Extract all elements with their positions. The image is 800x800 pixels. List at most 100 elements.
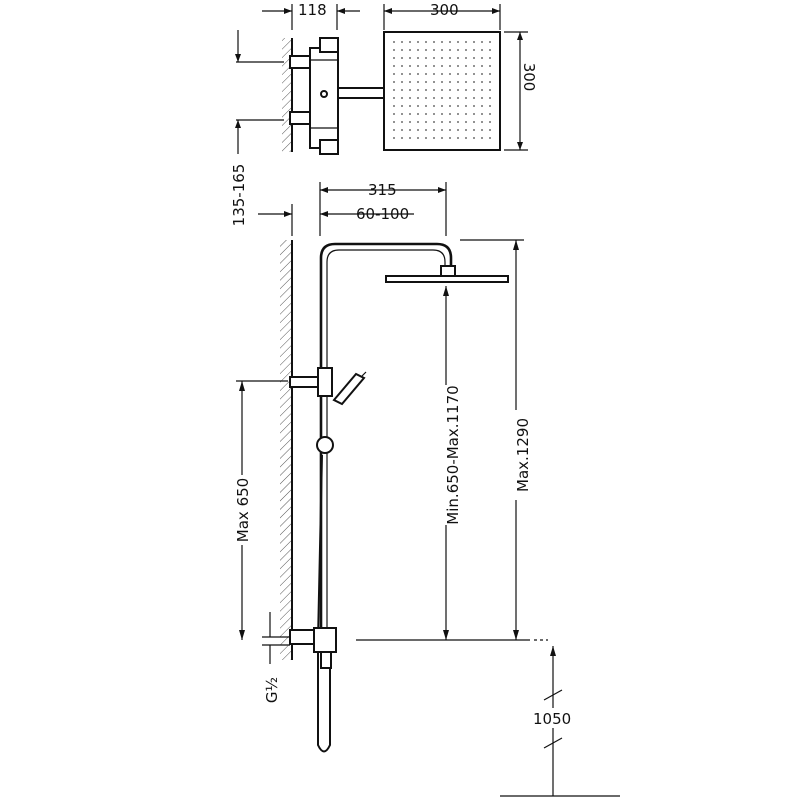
nozzle-dot bbox=[457, 73, 459, 75]
nozzle-dot bbox=[489, 129, 491, 131]
nozzle-dot bbox=[473, 129, 475, 131]
nozzle-dot bbox=[409, 65, 411, 67]
nozzle-dot bbox=[465, 57, 467, 59]
dim-60-100: 60-100 bbox=[258, 204, 414, 236]
nozzle-dot bbox=[433, 81, 435, 83]
side-view: 315 60-100 bbox=[234, 181, 620, 797]
nozzle-dot bbox=[473, 97, 475, 99]
nozzle-dot bbox=[481, 97, 483, 99]
nozzle-dot bbox=[409, 137, 411, 139]
nozzle-dot bbox=[449, 81, 451, 83]
label-1050: 1050 bbox=[533, 710, 571, 728]
nozzle-dot bbox=[489, 113, 491, 115]
nozzle-dot bbox=[465, 121, 467, 123]
nozzle-dot bbox=[441, 137, 443, 139]
nozzle-dot bbox=[457, 105, 459, 107]
rain-head-side-view bbox=[385, 265, 509, 283]
nozzle-dot bbox=[457, 49, 459, 51]
nozzle-dot bbox=[393, 113, 395, 115]
nozzle-dot bbox=[401, 129, 403, 131]
nozzle-dot bbox=[393, 89, 395, 91]
nozzle-dot bbox=[425, 57, 427, 59]
nozzle-dot bbox=[473, 121, 475, 123]
nozzle-dot bbox=[489, 57, 491, 59]
nozzle-dot bbox=[473, 73, 475, 75]
nozzle-dot bbox=[457, 137, 459, 139]
nozzle-dot bbox=[473, 41, 475, 43]
nozzle-dot bbox=[409, 41, 411, 43]
nozzle-dot bbox=[457, 89, 459, 91]
label-118: 118 bbox=[298, 1, 327, 19]
nozzle-dot bbox=[481, 105, 483, 107]
nozzle-dot bbox=[401, 105, 403, 107]
nozzle-dot bbox=[465, 73, 467, 75]
label-300-width: 300 bbox=[430, 1, 459, 19]
nozzle-dot bbox=[489, 89, 491, 91]
nozzle-dot bbox=[473, 105, 475, 107]
nozzle-dot bbox=[489, 81, 491, 83]
nozzle-dot bbox=[433, 65, 435, 67]
nozzle-dot bbox=[433, 57, 435, 59]
nozzle-dot bbox=[433, 137, 435, 139]
nozzle-dot bbox=[393, 137, 395, 139]
nozzle-dot bbox=[473, 49, 475, 51]
nozzle-dot bbox=[449, 41, 451, 43]
nozzle-dot bbox=[441, 73, 443, 75]
nozzle-dot bbox=[441, 65, 443, 67]
dim-300-width: 300 bbox=[383, 1, 501, 30]
nozzle-dot bbox=[441, 41, 443, 43]
nozzle-dot bbox=[457, 81, 459, 83]
nozzle-dot bbox=[425, 41, 427, 43]
dim-118: 118 bbox=[262, 1, 360, 30]
nozzle-dot bbox=[401, 49, 403, 51]
nozzle-dot bbox=[425, 81, 427, 83]
nozzle-dot bbox=[457, 129, 459, 131]
nozzle-dot bbox=[401, 81, 403, 83]
nozzle-dot bbox=[441, 89, 443, 91]
nozzle-dot bbox=[401, 121, 403, 123]
nozzle-dot bbox=[393, 129, 395, 131]
nozzle-dot bbox=[465, 105, 467, 107]
rain-head-top-view bbox=[383, 31, 501, 151]
nozzle-dot bbox=[481, 65, 483, 67]
dim-max-650: Max 650 bbox=[234, 380, 288, 640]
nozzle-dot bbox=[465, 137, 467, 139]
nozzle-dot bbox=[465, 113, 467, 115]
nozzle-dot bbox=[449, 105, 451, 107]
nozzle-dot bbox=[457, 41, 459, 43]
slider-knob bbox=[316, 436, 334, 454]
nozzle-dot bbox=[481, 41, 483, 43]
nozzle-dot bbox=[489, 65, 491, 67]
nozzle-dot bbox=[401, 89, 403, 91]
nozzle-dot bbox=[401, 41, 403, 43]
nozzle-dot bbox=[433, 89, 435, 91]
dim-315: 315 bbox=[319, 181, 447, 236]
hand-shower bbox=[332, 371, 367, 406]
nozzle-dot bbox=[465, 89, 467, 91]
nozzle-dot bbox=[425, 89, 427, 91]
dim-135-165: 135-165 bbox=[230, 30, 284, 226]
nozzle-dot bbox=[409, 121, 411, 123]
nozzle-dot bbox=[433, 113, 435, 115]
nozzle-dot bbox=[473, 89, 475, 91]
nozzle-dot bbox=[481, 89, 483, 91]
nozzle-dot bbox=[401, 137, 403, 139]
label-300-height: 300 bbox=[520, 63, 538, 92]
nozzle-dot bbox=[441, 49, 443, 51]
nozzle-grid bbox=[393, 41, 491, 139]
nozzle-dot bbox=[449, 57, 451, 59]
nozzle-dot bbox=[473, 65, 475, 67]
nozzle-dot bbox=[441, 57, 443, 59]
nozzle-dot bbox=[473, 137, 475, 139]
label-max-650: Max 650 bbox=[234, 478, 252, 542]
nozzle-dot bbox=[449, 65, 451, 67]
nozzle-dot bbox=[417, 137, 419, 139]
dim-g-half: G½ bbox=[262, 612, 290, 703]
nozzle-dot bbox=[425, 137, 427, 139]
nozzle-dot bbox=[425, 129, 427, 131]
nozzle-dot bbox=[481, 121, 483, 123]
nozzle-dot bbox=[409, 113, 411, 115]
nozzle-dot bbox=[489, 121, 491, 123]
hose bbox=[317, 454, 331, 753]
